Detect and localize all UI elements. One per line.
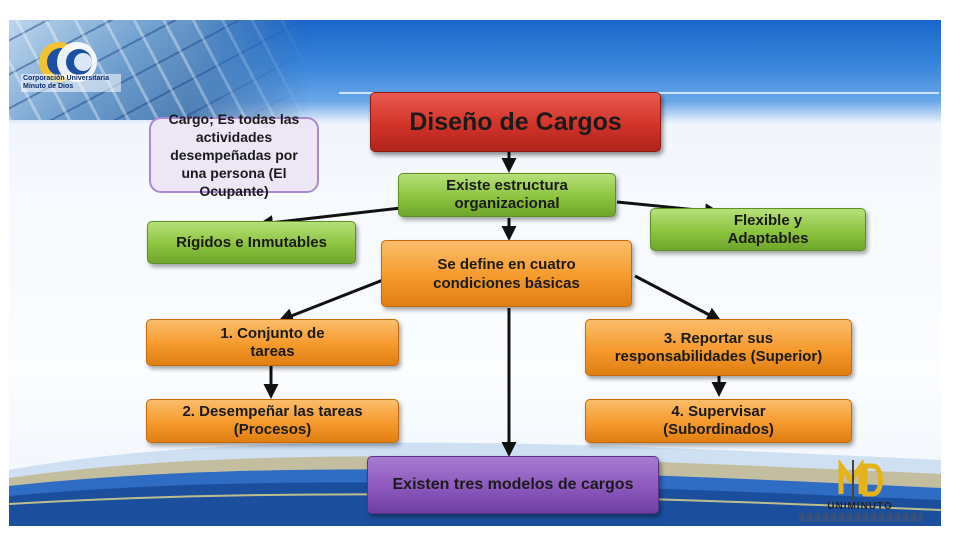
- slide: Corporación Universitaria Minuto de Dios…: [9, 20, 941, 526]
- rigid-box: Rígidos e Inmutables: [147, 221, 356, 264]
- models-box: Existen tres modelos de cargos: [367, 456, 659, 514]
- definition-text: Cargo; Es todas las actividades desempeñ…: [168, 111, 300, 199]
- condition-3-text: 3. Reportar sus responsabilidades (Super…: [614, 329, 823, 365]
- uniminuto-cc-logo-icon: [39, 42, 97, 82]
- title-text: Diseño de Cargos: [409, 107, 622, 136]
- models-text: Existen tres modelos de cargos: [392, 476, 634, 493]
- arrow-conditions-to-c1: [278, 278, 384, 323]
- condition-1-text: 1. Conjunto de tareas: [220, 324, 325, 360]
- arrow-conditions-to-c3: [634, 274, 722, 322]
- conditions-text: Se define en cuatro condiciones básicas: [433, 255, 580, 292]
- condition-2-box: 2. Desempeñar las tareas (Procesos): [146, 399, 399, 443]
- condition-4-text: 4. Supervisar (Subordinados): [663, 403, 774, 438]
- condition-1-box: 1. Conjunto de tareas: [146, 319, 399, 366]
- uniminuto-subtitle-lines: [799, 513, 923, 522]
- condition-3-box: 3. Reportar sus responsabilidades (Super…: [585, 319, 852, 376]
- conditions-box: Se define en cuatro condiciones básicas: [381, 240, 632, 307]
- uniminuto-wordmark: UNIMINUTO: [827, 501, 893, 512]
- flexible-text: Flexible y Adaptables: [727, 211, 809, 247]
- footer-wave: [9, 442, 941, 526]
- flexible-box: Flexible y Adaptables: [650, 208, 866, 251]
- condition-4-box: 4. Supervisar (Subordinados): [585, 399, 852, 443]
- rigid-text: Rígidos e Inmutables: [176, 233, 327, 251]
- structure-box: Existe estructura organizacional: [398, 173, 616, 217]
- logo-caption: Corporación Universitaria Minuto de Dios: [21, 74, 121, 92]
- structure-text: Existe estructura organizacional: [446, 177, 568, 212]
- uniminuto-md-logo-icon: [838, 460, 883, 500]
- condition-2-text: 2. Desempeñar las tareas (Procesos): [182, 403, 363, 438]
- definition-box: Cargo; Es todas las actividades desempeñ…: [149, 111, 319, 199]
- title-box: Diseño de Cargos: [370, 92, 661, 152]
